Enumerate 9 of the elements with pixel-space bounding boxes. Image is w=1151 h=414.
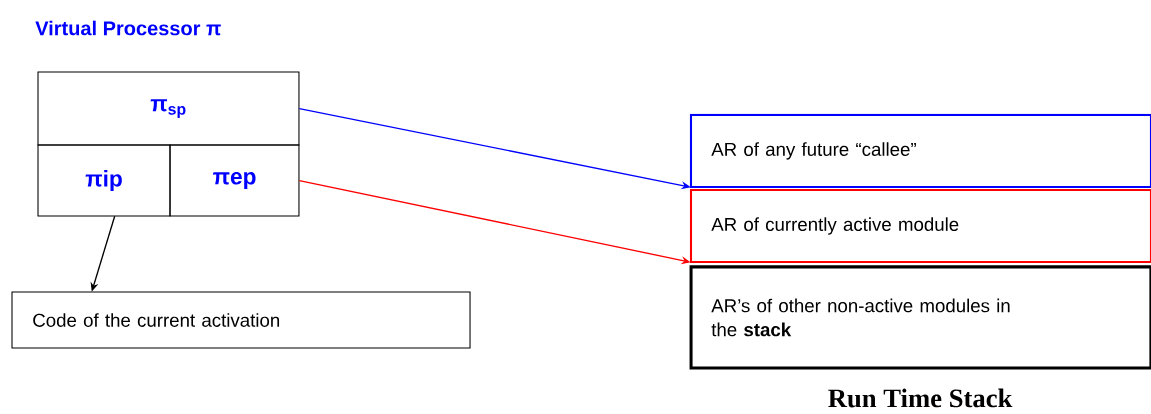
- register-cell: π$_{sp}$: [37, 71, 300, 146]
- register-cell: πip: [37, 144, 171, 217]
- title: Virtual Processor π: [35, 20, 221, 36]
- stack-frame-box: AR of any future “callee”: [689, 113, 1151, 188]
- stack-frame-box: AR of currently active module: [689, 188, 1151, 264]
- stack-frame-box: AR’s of other non-active modules in the stack: [689, 265, 1151, 370]
- code-box: Code of the current activation: [11, 291, 471, 349]
- caption: Run Time Stack: [828, 388, 1013, 408]
- register-cell: πep: [169, 144, 300, 217]
